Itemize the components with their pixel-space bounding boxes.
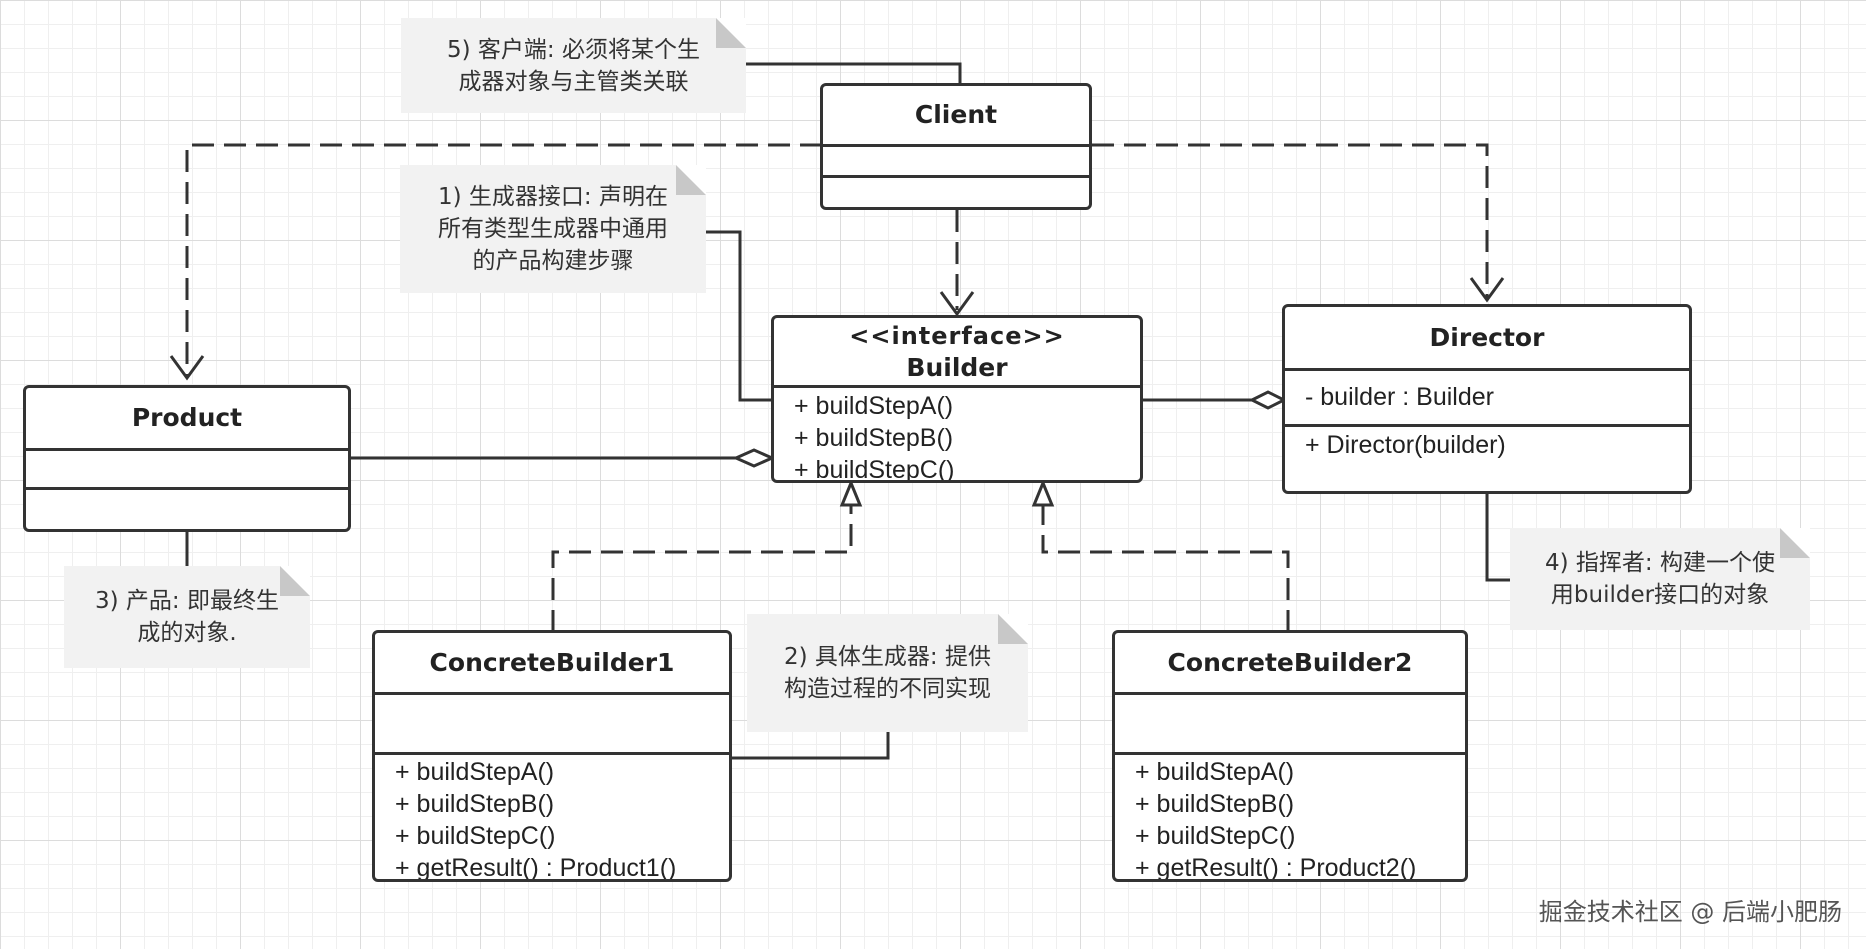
class-name: ConcreteBuilder2 — [1167, 647, 1413, 677]
class-name: Product — [131, 403, 243, 432]
note-client: 5) 客户端: 必须将某个生 成器对象与主管类关联 — [401, 18, 746, 113]
attributes-section: - builder : Builder — [1285, 371, 1689, 427]
attributes-section — [26, 451, 348, 490]
class-name: Director — [1429, 322, 1545, 352]
stereotype-label: <<interface>> — [849, 321, 1065, 350]
class-header: <<interface>> Builder — [774, 318, 1140, 388]
note-product: 3) 产品: 即最终生 成的对象. — [64, 566, 310, 668]
note-client-text: 5) 客户端: 必须将某个生 成器对象与主管类关联 — [447, 36, 700, 95]
class-header: ConcreteBuilder1 — [375, 633, 729, 695]
note-director-text: 4) 指挥者: 构建一个使 用builder接口的对象 — [1545, 550, 1775, 608]
class-header: Director — [1285, 307, 1689, 371]
attributes-section — [1115, 695, 1465, 755]
class-name: Builder — [906, 352, 1008, 382]
class-concrete-builder-2[interactable]: ConcreteBuilder2 + buildStepA() + buildS… — [1112, 630, 1468, 882]
methods-section: + buildStepA() + buildStepB() + buildSte… — [774, 388, 1140, 483]
note-director: 4) 指挥者: 构建一个使 用builder接口的对象 — [1510, 528, 1810, 630]
note-concrete: 2) 具体生成器: 提供 构造过程的不同实现 — [747, 614, 1028, 732]
method: + buildStepA() — [395, 758, 555, 786]
note-link-concrete — [732, 732, 890, 760]
realization-triangle-1 — [839, 479, 863, 507]
method: + buildStepC() — [395, 822, 556, 850]
note-builder: 1) 生成器接口: 声明在 所有类型生成器中通用 的产品构建步骤 — [400, 165, 706, 293]
class-client[interactable]: Client — [820, 83, 1092, 210]
watermark: 掘金技术社区 @ 后端小肥肠 — [1538, 898, 1842, 926]
note-fold — [716, 18, 746, 48]
note-product-text: 3) 产品: 即最终生 成的对象. — [95, 588, 279, 646]
method: + buildStepB() — [395, 790, 555, 818]
note-fold — [1780, 528, 1810, 558]
method: + buildStepA() — [1135, 758, 1295, 786]
class-concrete-builder-1[interactable]: ConcreteBuilder1 + buildStepA() + buildS… — [372, 630, 732, 882]
class-director[interactable]: Director - builder : Builder + Director(… — [1282, 304, 1692, 494]
methods-section: + buildStepA() + buildStepB() + buildSte… — [1115, 755, 1465, 882]
aggregation-diamond-product — [732, 448, 776, 468]
arrow-head-director — [1469, 277, 1505, 303]
note-concrete-text: 2) 具体生成器: 提供 构造过程的不同实现 — [784, 644, 991, 702]
aggregation-diamond-director — [1248, 390, 1288, 410]
methods-section — [823, 178, 1089, 207]
class-header: Client — [823, 86, 1089, 147]
method: + getResult() : Product2() — [1135, 854, 1417, 882]
methods-section — [26, 490, 348, 529]
note-link-builder — [706, 230, 772, 402]
attribute: - builder : Builder — [1305, 383, 1494, 411]
attributes-section — [823, 147, 1089, 178]
note-fold — [676, 165, 706, 195]
note-link-client — [746, 62, 962, 84]
method: + Director(builder) — [1305, 431, 1506, 459]
class-builder[interactable]: <<interface>> Builder + buildStepA() + b… — [771, 315, 1143, 483]
attributes-section — [375, 695, 729, 755]
class-product[interactable]: Product — [23, 385, 351, 532]
arrow-head-product — [169, 355, 205, 381]
class-name: ConcreteBuilder1 — [429, 647, 675, 677]
note-fold — [280, 566, 310, 596]
class-header: Product — [26, 388, 348, 451]
method: + buildStepC() — [794, 456, 955, 483]
dependency-client-director — [1092, 143, 1489, 298]
methods-section: + buildStepA() + buildStepB() + buildSte… — [375, 755, 729, 882]
method: + buildStepC() — [1135, 822, 1296, 850]
class-header: ConcreteBuilder2 — [1115, 633, 1465, 695]
class-name: Client — [914, 100, 998, 129]
method: + getResult() : Product1() — [395, 854, 677, 882]
note-builder-text: 1) 生成器接口: 声明在 所有类型生成器中通用 的产品构建步骤 — [438, 184, 668, 274]
method: + buildStepB() — [1135, 790, 1295, 818]
method: + buildStepA() — [794, 392, 954, 420]
note-link-director — [1485, 494, 1510, 582]
methods-section: + Director(builder) — [1285, 427, 1689, 465]
method: + buildStepB() — [794, 424, 954, 452]
realization-concrete1-builder — [551, 498, 853, 632]
realization-triangle-2 — [1031, 479, 1055, 507]
realization-concrete2-builder — [1041, 498, 1290, 632]
note-fold — [998, 614, 1028, 644]
arrow-head-builder — [939, 291, 975, 317]
